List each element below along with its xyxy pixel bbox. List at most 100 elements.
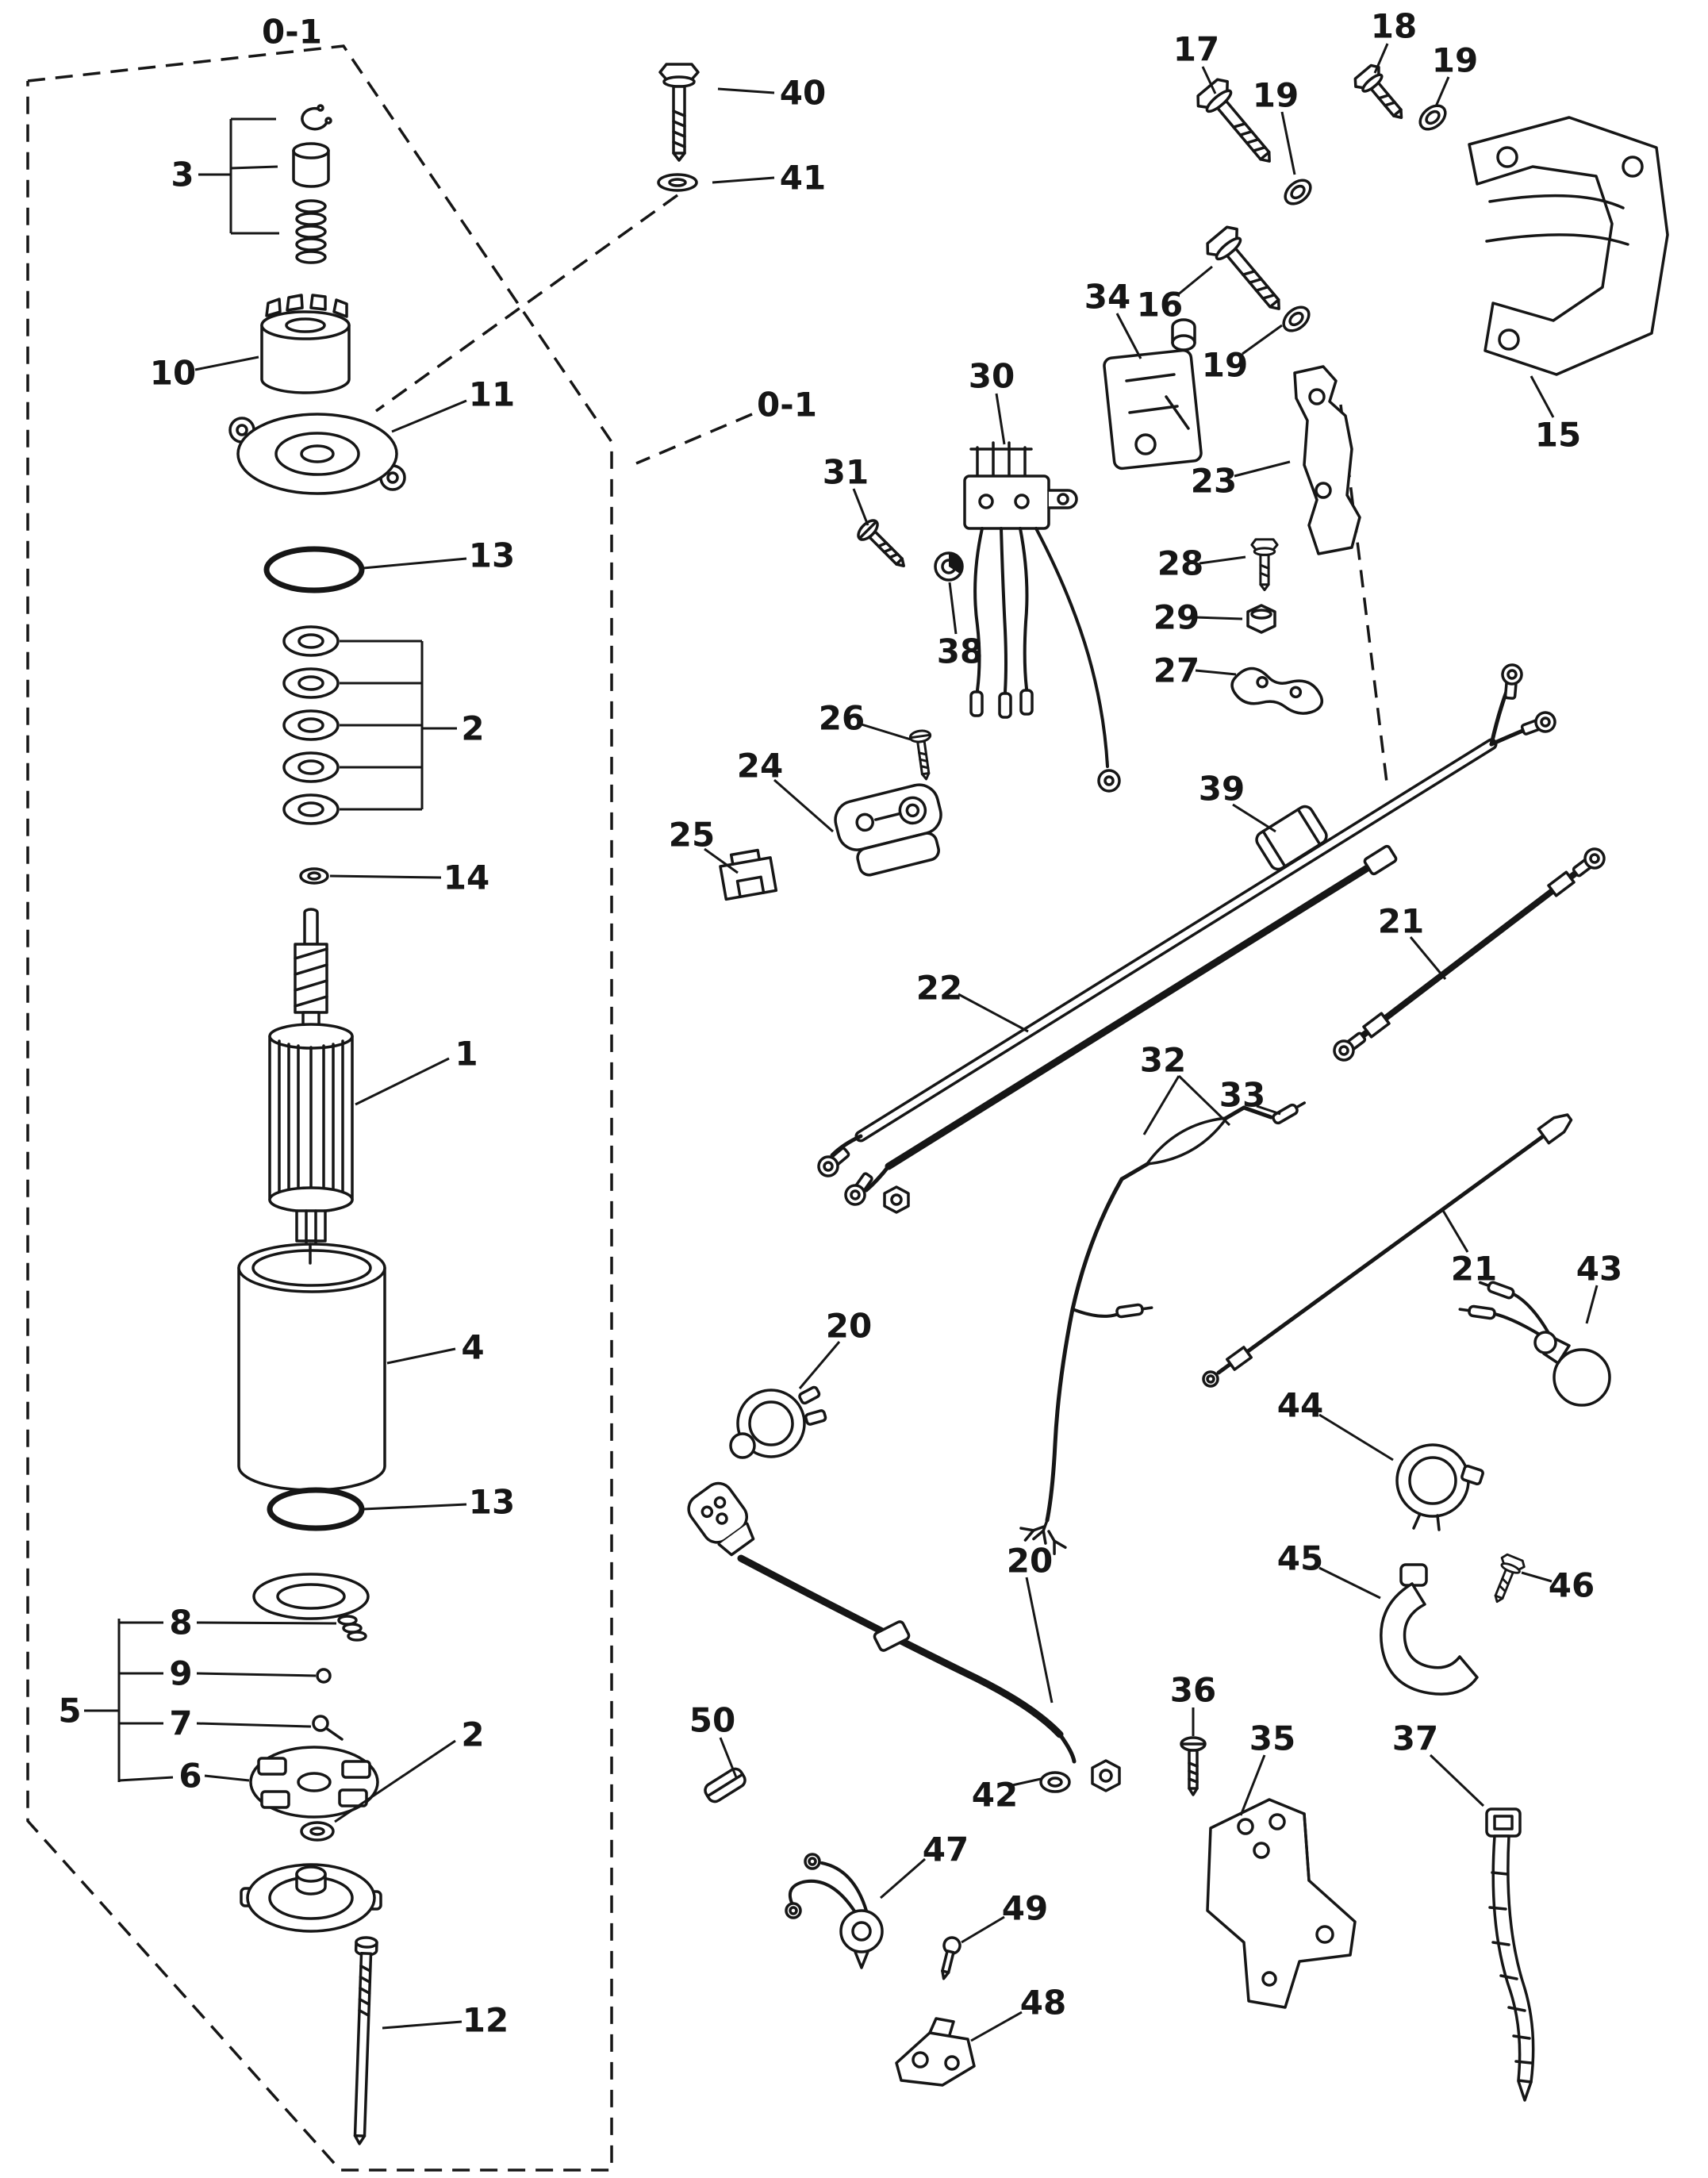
leader-line-44-46	[1318, 1413, 1394, 1462]
dashed-reference-line-2	[635, 413, 753, 465]
leader-line-25-37	[704, 847, 739, 874]
leader-line-19-26	[1242, 324, 1283, 355]
ignition-switch-drawing	[729, 1385, 827, 1459]
leader-line-48-57	[970, 2011, 1023, 2042]
thrust-washer-stack-drawing	[282, 625, 340, 825]
bolt-18-drawing	[1349, 60, 1414, 129]
part-label-49-56: 49	[1002, 1889, 1048, 1928]
part-label-24-36: 24	[737, 747, 783, 786]
part-label-5-15: 5	[58, 1692, 81, 1730]
leader-line-1-10	[355, 1057, 450, 1106]
part-label-9-14: 9	[169, 1654, 192, 1693]
relay-bracket-drawing	[1206, 1798, 1357, 2009]
battery-cable-drawing	[813, 663, 1560, 1214]
part-label-35-53: 35	[1249, 1719, 1295, 1758]
through-bolt-drawing	[353, 1936, 378, 2145]
leader-line-9-14	[196, 1672, 317, 1677]
sleeve-clip-drawing	[704, 1767, 747, 1803]
cable-boot-drawing	[1255, 805, 1328, 871]
leader-line-46-48	[1521, 1571, 1553, 1583]
part-label-31-30: 31	[823, 453, 869, 492]
leader-line-26-35	[861, 723, 912, 741]
sensor-lead-drawing	[785, 1853, 884, 1969]
leader-line-42-51	[1011, 1777, 1042, 1787]
starter-frame-drawing	[237, 1243, 386, 1492]
leader-line-34-24	[1115, 313, 1142, 359]
clamp-assembly-drawing	[834, 783, 942, 877]
part-label-38-34: 38	[937, 632, 983, 671]
leader-line-2-18	[334, 1739, 456, 1823]
leader-line-11-5	[391, 399, 467, 433]
part-label-17-20: 17	[1173, 30, 1219, 69]
leader-line-29-32	[1195, 616, 1243, 620]
part-label-4-11: 4	[461, 1328, 484, 1367]
leader-line-10-4	[194, 355, 259, 371]
leader-line-33-42	[1256, 1104, 1281, 1116]
leader-line-22-39	[958, 993, 1029, 1033]
leader-line-35-53	[1239, 1754, 1266, 1816]
washer-2b-drawing	[300, 1821, 335, 1842]
part-label-41-2: 41	[780, 159, 826, 198]
bolt-46-drawing	[1484, 1552, 1528, 1608]
part-label-48-57: 48	[1020, 1984, 1066, 2022]
leader-line-4-11	[386, 1347, 456, 1365]
part-label-22-39: 22	[916, 969, 962, 1008]
part-label-29-32: 29	[1153, 598, 1199, 637]
part-label-36-52: 36	[1170, 1671, 1216, 1710]
part-label-42-51: 42	[972, 1776, 1018, 1815]
leader-line-41-2	[712, 176, 775, 184]
leader-line-20-45	[798, 1341, 841, 1389]
leader-line-40-1	[717, 87, 775, 94]
part-label-19-22: 19	[1432, 41, 1478, 80]
part-label-7-16: 7	[169, 1704, 192, 1743]
brush-spring-drawing	[337, 1615, 367, 1642]
snap-ring-drawing	[301, 104, 332, 131]
leader-line-20-49	[1025, 1577, 1054, 1704]
leader-line-13-12	[363, 1503, 467, 1511]
part-label-47-55: 47	[923, 1830, 969, 1869]
grommet-drawing	[934, 551, 964, 582]
leader-line-21-40	[1409, 936, 1447, 980]
o-ring-upper-drawing	[263, 546, 365, 593]
pinion-gear-drawing	[260, 294, 351, 394]
leader-line-21-43	[1441, 1208, 1469, 1253]
leader-line-31-30	[852, 488, 869, 526]
ball-drawing	[316, 1668, 332, 1684]
leader-line-38-34	[948, 582, 958, 635]
leader-line-23-29	[1234, 460, 1291, 478]
screw-36-drawing	[1180, 1736, 1207, 1796]
armature-drawing	[268, 908, 354, 1266]
cable-tie-drawing	[1485, 1807, 1535, 2102]
part-label-32-41: 32	[1140, 1041, 1186, 1080]
part-label-20-49: 20	[1007, 1542, 1053, 1581]
screw-26-drawing	[908, 728, 938, 782]
screw-28-drawing	[1250, 538, 1279, 592]
nut-29-drawing	[1246, 604, 1276, 634]
leader-line-28-31	[1199, 555, 1246, 565]
part-label-21-40: 21	[1378, 902, 1424, 941]
jumper-cable-drawing	[1329, 843, 1610, 1066]
part-label-44-46: 44	[1277, 1386, 1323, 1425]
leader-line-17-20	[1201, 66, 1217, 94]
part-label-12-19: 12	[463, 2001, 509, 2040]
leader-line-24-36	[773, 778, 834, 833]
washer-19b-drawing	[1279, 174, 1317, 210]
clamp-27-drawing	[1230, 666, 1323, 715]
brush-plate-drawing	[249, 1746, 379, 1819]
part-label-6-17: 6	[178, 1757, 202, 1796]
part-label-23-29: 23	[1191, 462, 1237, 501]
part-label-45-47: 45	[1277, 1539, 1323, 1578]
fuse-harness-drawing	[1019, 1097, 1308, 1555]
part-label-26-35: 26	[819, 699, 865, 738]
part-label-11-5: 11	[469, 375, 515, 414]
spring-drawing	[295, 199, 327, 264]
leader-line-27-33	[1195, 669, 1237, 676]
leader-line-16-25	[1176, 265, 1213, 297]
cable-clamp-ring-drawing	[1395, 1443, 1484, 1531]
washer-19a-drawing	[1414, 99, 1452, 136]
mount-washer-drawing	[657, 173, 698, 192]
o-ring-lower-drawing	[267, 1487, 365, 1531]
leader-line-13-7	[363, 557, 467, 570]
